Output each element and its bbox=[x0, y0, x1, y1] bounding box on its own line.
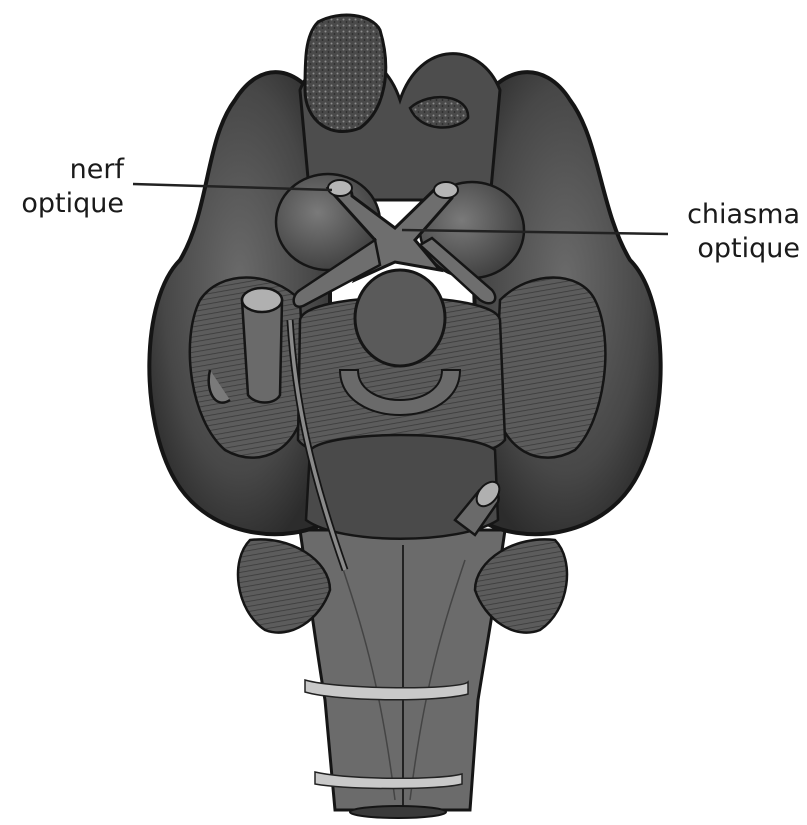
hypophysis bbox=[355, 270, 445, 366]
label-optic-chiasm-line2: optique bbox=[672, 232, 800, 266]
label-optic-chiasm-line1: chiasma bbox=[672, 198, 800, 232]
label-optic-nerve-line2: optique bbox=[14, 187, 124, 221]
label-optic-nerve: nerf optique bbox=[14, 153, 124, 221]
label-optic-chiasm: chiasma optique bbox=[672, 198, 800, 266]
brainstem bbox=[300, 530, 505, 818]
label-optic-nerve-line1: nerf bbox=[14, 153, 124, 187]
